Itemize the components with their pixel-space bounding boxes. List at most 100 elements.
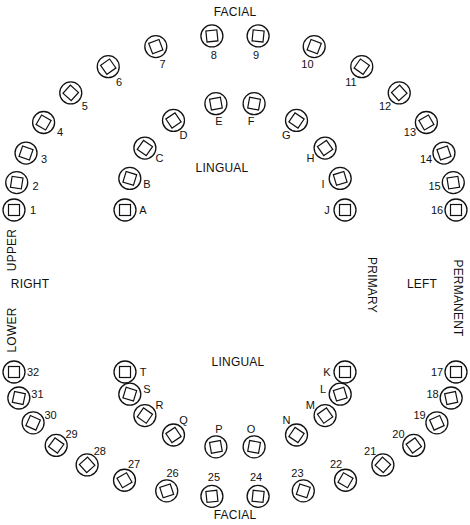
- tooth-number: 5: [82, 100, 88, 111]
- surface-label: FACIAL: [214, 509, 257, 521]
- tooth-outline: [335, 469, 357, 491]
- tooth-outline: [3, 199, 25, 221]
- tooth-outline: [205, 93, 227, 115]
- tooth-surface: [289, 427, 304, 442]
- tooth-outline: [119, 167, 141, 189]
- primary-tooth: [205, 93, 227, 115]
- tooth-surface: [307, 40, 321, 54]
- permanent-tooth: [201, 25, 223, 47]
- side-label: RIGHT: [11, 278, 49, 290]
- permanent-tooth: [201, 485, 223, 507]
- permanent-tooth: [6, 172, 28, 194]
- tooth-outline: [114, 469, 136, 491]
- primary-tooth: [286, 109, 308, 131]
- primary-tooth: [329, 167, 351, 189]
- tooth-number: 30: [44, 410, 56, 421]
- dentition-label: PERMANENT: [452, 259, 464, 336]
- tooth-number: 14: [420, 154, 432, 165]
- permanent-tooth: [351, 56, 373, 78]
- permanent-tooth: [97, 56, 119, 78]
- permanent-tooth: [247, 25, 269, 47]
- tooth-surface: [248, 97, 261, 110]
- tooth-surface: [166, 427, 181, 442]
- tooth-outline: [3, 361, 25, 383]
- primary-tooth: [243, 93, 265, 115]
- tooth-number: 25: [208, 472, 220, 483]
- tooth-outline: [162, 424, 184, 446]
- surface-label: FACIAL: [214, 6, 257, 18]
- tooth-outline: [388, 82, 410, 104]
- tooth-outline: [372, 454, 394, 476]
- primary-tooth: [114, 199, 136, 221]
- permanent-tooth: [45, 434, 67, 456]
- primary-tooth: [314, 137, 336, 159]
- tooth-letter: T: [140, 367, 147, 378]
- tooth-number: 20: [392, 429, 404, 440]
- primary-tooth: [119, 383, 141, 405]
- tooth-outline: [247, 485, 269, 507]
- tooth-surface: [391, 85, 407, 101]
- tooth-letter: E: [215, 116, 222, 127]
- tooth-outline: [45, 434, 67, 456]
- primary-tooth: [119, 167, 141, 189]
- tooth-surface: [12, 391, 25, 404]
- primary-tooth: [329, 383, 351, 405]
- permanent-tooth: [440, 387, 462, 409]
- tooth-number: 27: [128, 458, 140, 469]
- dentition-label: PRIMARY: [366, 257, 378, 313]
- tooth-letter: S: [143, 384, 150, 395]
- tooth-number: 13: [404, 127, 416, 138]
- tooth-number: 28: [94, 445, 106, 456]
- permanent-tooth: [388, 82, 410, 104]
- tooth-number: 26: [166, 467, 178, 478]
- tooth-letter: A: [139, 205, 146, 216]
- tooth-letter: I: [321, 178, 324, 189]
- tooth-number: 16: [431, 205, 443, 216]
- primary-tooth: [314, 405, 336, 427]
- permanent-tooth: [33, 112, 55, 134]
- tooth-outline: [426, 412, 448, 434]
- tooth-outline: [134, 405, 156, 427]
- tooth-number: 21: [364, 445, 376, 456]
- tooth-surface: [252, 490, 264, 502]
- tooth-letter: R: [156, 400, 164, 411]
- tooth-letter: L: [320, 384, 326, 395]
- tooth-surface: [338, 473, 353, 488]
- permanent-tooth: [303, 36, 325, 58]
- side-label: LEFT: [407, 278, 437, 290]
- tooth-surface: [340, 205, 351, 216]
- permanent-tooth: [415, 112, 437, 134]
- tooth-letter: O: [247, 424, 256, 435]
- tooth-outline: [15, 142, 37, 164]
- tooth-number: 32: [27, 367, 39, 378]
- tooth-letter: F: [248, 116, 255, 127]
- tooth-outline: [415, 112, 437, 134]
- jaw-label: LOWER: [6, 307, 18, 352]
- tooth-surface: [166, 113, 181, 128]
- permanent-tooth: [22, 412, 44, 434]
- tooth-outline: [440, 387, 462, 409]
- permanent-tooth: [445, 199, 467, 221]
- tooth-number: 22: [330, 458, 342, 469]
- tooth-surface: [451, 367, 462, 378]
- tooth-surface: [375, 457, 391, 473]
- tooth-outline: [114, 199, 136, 221]
- tooth-surface: [120, 367, 131, 378]
- tooth-outline: [156, 480, 178, 502]
- permanent-tooth: [403, 434, 425, 456]
- tooth-outline: [314, 137, 336, 159]
- tooth-letter: M: [306, 400, 315, 411]
- primary-tooth: [134, 405, 156, 427]
- tooth-number: 8: [211, 49, 217, 60]
- tooth-number: 31: [31, 389, 43, 400]
- tooth-outline: [119, 383, 141, 405]
- tooth-letter: Q: [179, 415, 188, 426]
- tooth-letter: B: [143, 178, 150, 189]
- permanent-tooth: [426, 412, 448, 434]
- tooth-surface: [206, 490, 218, 502]
- tooth-surface: [117, 473, 132, 488]
- tooth-surface: [210, 97, 223, 110]
- permanent-tooth: [433, 142, 455, 164]
- tooth-surface: [19, 146, 33, 160]
